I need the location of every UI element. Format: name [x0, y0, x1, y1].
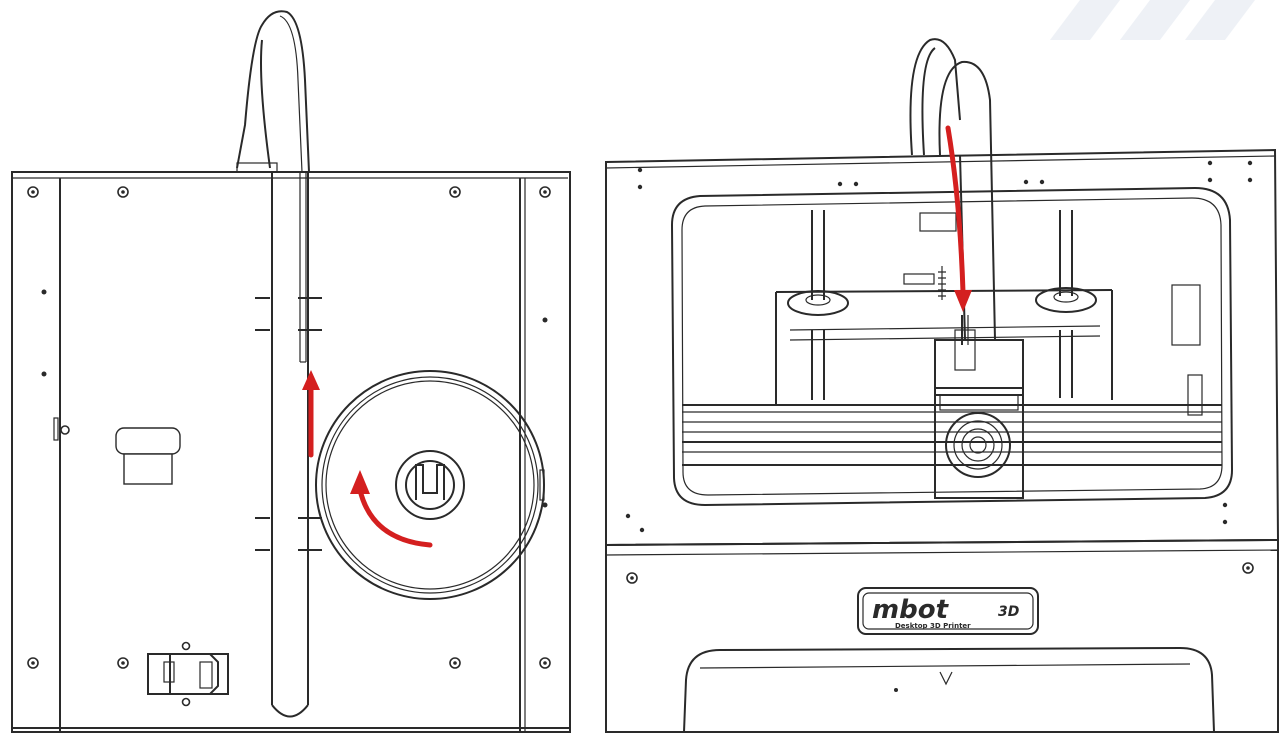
- rear-screws: [27, 186, 551, 669]
- logo-model: 3D: [998, 604, 1019, 620]
- filament-down-arrow: [945, 125, 972, 312]
- lower-window: [683, 646, 1215, 733]
- power-socket: [147, 641, 229, 707]
- printer-front-view: mbot 3D Desktop 3D Printer: [605, 38, 1280, 733]
- mbot-logo: mbot 3D Desktop 3D Printer: [857, 587, 1039, 635]
- filament-up-arrow: [302, 370, 320, 458]
- rear-tube-clips: [255, 297, 322, 551]
- front-screws: [625, 160, 1254, 692]
- rear-feed-tube: [236, 10, 310, 718]
- extruder: [934, 329, 1024, 499]
- logo-brand: mbot: [872, 595, 950, 625]
- printer-rear-view: [11, 10, 571, 733]
- gantry: [775, 210, 1203, 416]
- filament-spool: [315, 370, 545, 600]
- logo-tagline: Desktop 3D Printer: [895, 622, 971, 630]
- spool-rotation-arrow: [350, 470, 433, 548]
- watermark: [1050, 0, 1255, 40]
- rear-port: [115, 427, 181, 485]
- front-window: [670, 186, 1234, 507]
- front-feed-tube: [909, 38, 996, 345]
- x-axis-rail: [682, 404, 1222, 466]
